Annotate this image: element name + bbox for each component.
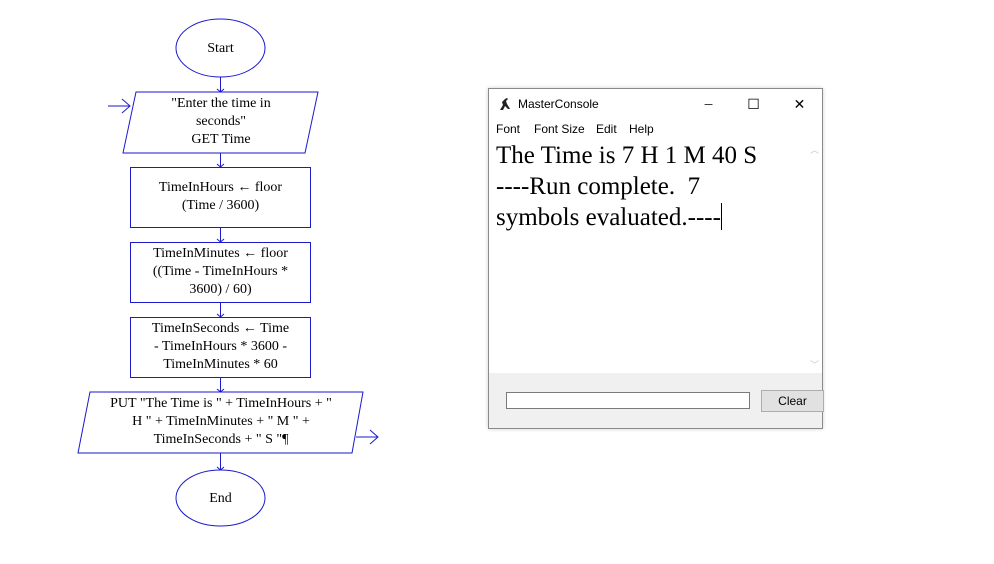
console-input-field[interactable] <box>506 392 750 409</box>
title-bar[interactable]: MasterConsole ─ ☐ ✕ <box>489 89 822 119</box>
vertical-scrollbar[interactable]: ︿ ﹀ <box>807 139 822 373</box>
seconds-step-label: TimeInSeconds ← Time - TimeInHours * 360… <box>151 321 290 372</box>
minimize-icon: ─ <box>704 99 713 111</box>
menu-font-size[interactable]: Font Size <box>534 122 585 136</box>
clear-button[interactable]: Clear <box>761 390 824 412</box>
maximize-button[interactable]: ☐ <box>731 89 776 119</box>
process-hours-box <box>130 167 311 228</box>
close-icon: ✕ <box>793 96 806 112</box>
menu-edit[interactable]: Edit <box>596 122 617 136</box>
kangaroo-icon <box>500 98 510 110</box>
start-label: Start <box>207 41 234 56</box>
output-line: ----Run complete. 7 <box>496 173 701 200</box>
hours-step-label: TimeInHours ← floor (Time / 3600) <box>158 180 283 213</box>
output-arrow-head <box>369 429 379 445</box>
window-title: MasterConsole <box>518 97 599 111</box>
console-output-area[interactable]: The Time is 7 H 1 M 40 S ----Run complet… <box>489 139 807 373</box>
process-minutes-box <box>130 242 311 303</box>
maximize-icon: ☐ <box>747 96 760 112</box>
output-line: The Time is 7 H 1 M 40 S <box>496 142 758 169</box>
output-line-text: symbols evaluated.---- <box>496 204 721 231</box>
menu-bar: Font Font Size Edit Help <box>489 119 822 139</box>
flowchart: Start "Enter the time in seconds" GET Ti… <box>0 0 480 564</box>
end-label: End <box>209 491 232 506</box>
minutes-step-label: TimeInMinutes ← floor ((Time - TimeInHou… <box>152 246 289 297</box>
scroll-up-icon[interactable]: ︿ <box>810 145 820 155</box>
scroll-down-icon[interactable]: ﹀ <box>810 360 820 370</box>
output-line-last: symbols evaluated.---- <box>496 202 722 233</box>
close-button[interactable]: ✕ <box>777 89 822 119</box>
flowchart-diagram <box>77 18 379 527</box>
text-caret <box>720 203 722 230</box>
output-shape <box>77 391 364 454</box>
output-label: PUT "The Time is " + TimeInHours + " H "… <box>110 396 332 447</box>
menu-help[interactable]: Help <box>629 122 654 136</box>
process-seconds-box <box>130 317 311 378</box>
minimize-button[interactable]: ─ <box>686 89 731 119</box>
start-terminal <box>175 18 266 78</box>
input-arrow-head <box>121 98 131 114</box>
end-terminal <box>175 469 266 527</box>
input-shape <box>122 91 319 154</box>
input-panel: Clear <box>489 373 824 428</box>
menu-font[interactable]: Font <box>496 122 521 136</box>
master-console-window: MasterConsole ─ ☐ ✕ Font Font Size Edit … <box>488 88 824 429</box>
input-label: "Enter the time in seconds" GET Time <box>171 96 271 147</box>
